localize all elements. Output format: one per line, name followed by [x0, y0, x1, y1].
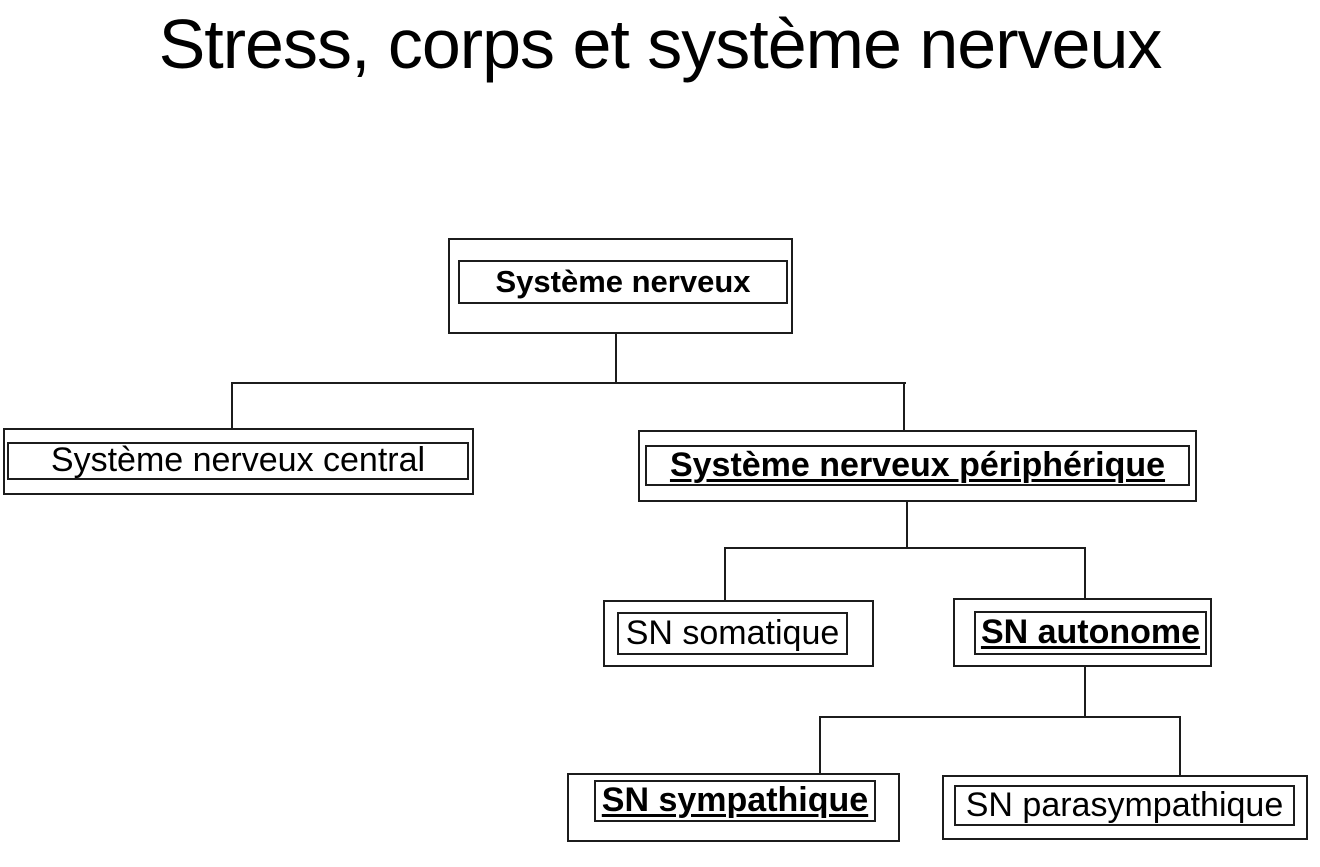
node-sn-sympathique-frame: SN sympathique: [594, 780, 876, 822]
connector-root-drop: [615, 334, 617, 383]
node-sn-parasympathique-label: SN parasympathique: [965, 785, 1284, 824]
node-sn-sympathique-label: SN sympathique: [601, 781, 869, 819]
connector-peripherique-down: [906, 502, 908, 549]
node-sn-somatique-label: SN somatique: [625, 613, 840, 652]
node-systeme-nerveux: Système nerveux: [448, 238, 793, 334]
connector-autonome-drop: [1084, 547, 1086, 598]
node-sn-autonome: SN autonome: [953, 598, 1212, 667]
connector-central-drop: [231, 382, 233, 428]
connector-level1-bar: [231, 382, 906, 384]
connector-parasympathique-drop: [1179, 716, 1181, 783]
connector-somatique-drop: [724, 547, 726, 600]
node-systeme-nerveux-central: Système nerveux central: [3, 428, 474, 495]
node-systeme-nerveux-peripherique-frame: Système nerveux périphérique: [645, 445, 1190, 486]
node-systeme-nerveux-peripherique: Système nerveux périphérique: [638, 430, 1197, 502]
node-sn-somatique: SN somatique: [603, 600, 874, 667]
node-sn-sympathique: SN sympathique: [567, 773, 900, 842]
node-systeme-nerveux-peripherique-label: Système nerveux périphérique: [669, 445, 1166, 484]
connector-sympathique-drop: [819, 716, 821, 773]
node-sn-parasympathique: SN parasympathique: [942, 775, 1308, 840]
slide-title: Stress, corps et système nerveux: [158, 5, 1163, 83]
node-systeme-nerveux-frame: Système nerveux: [458, 260, 788, 304]
connector-level3-bar: [819, 716, 1181, 718]
node-sn-autonome-frame: SN autonome: [974, 611, 1207, 655]
connector-autonome-down: [1084, 667, 1086, 717]
connector-level2-bar: [724, 547, 1086, 549]
connector-peripherique-drop: [903, 382, 905, 430]
node-systeme-nerveux-central-frame: Système nerveux central: [7, 442, 469, 480]
node-sn-parasympathique-frame: SN parasympathique: [954, 785, 1295, 826]
node-sn-somatique-frame: SN somatique: [617, 612, 848, 655]
node-systeme-nerveux-label: Système nerveux: [495, 263, 751, 299]
node-sn-autonome-label: SN autonome: [980, 613, 1201, 651]
node-systeme-nerveux-central-label: Système nerveux central: [50, 442, 426, 479]
